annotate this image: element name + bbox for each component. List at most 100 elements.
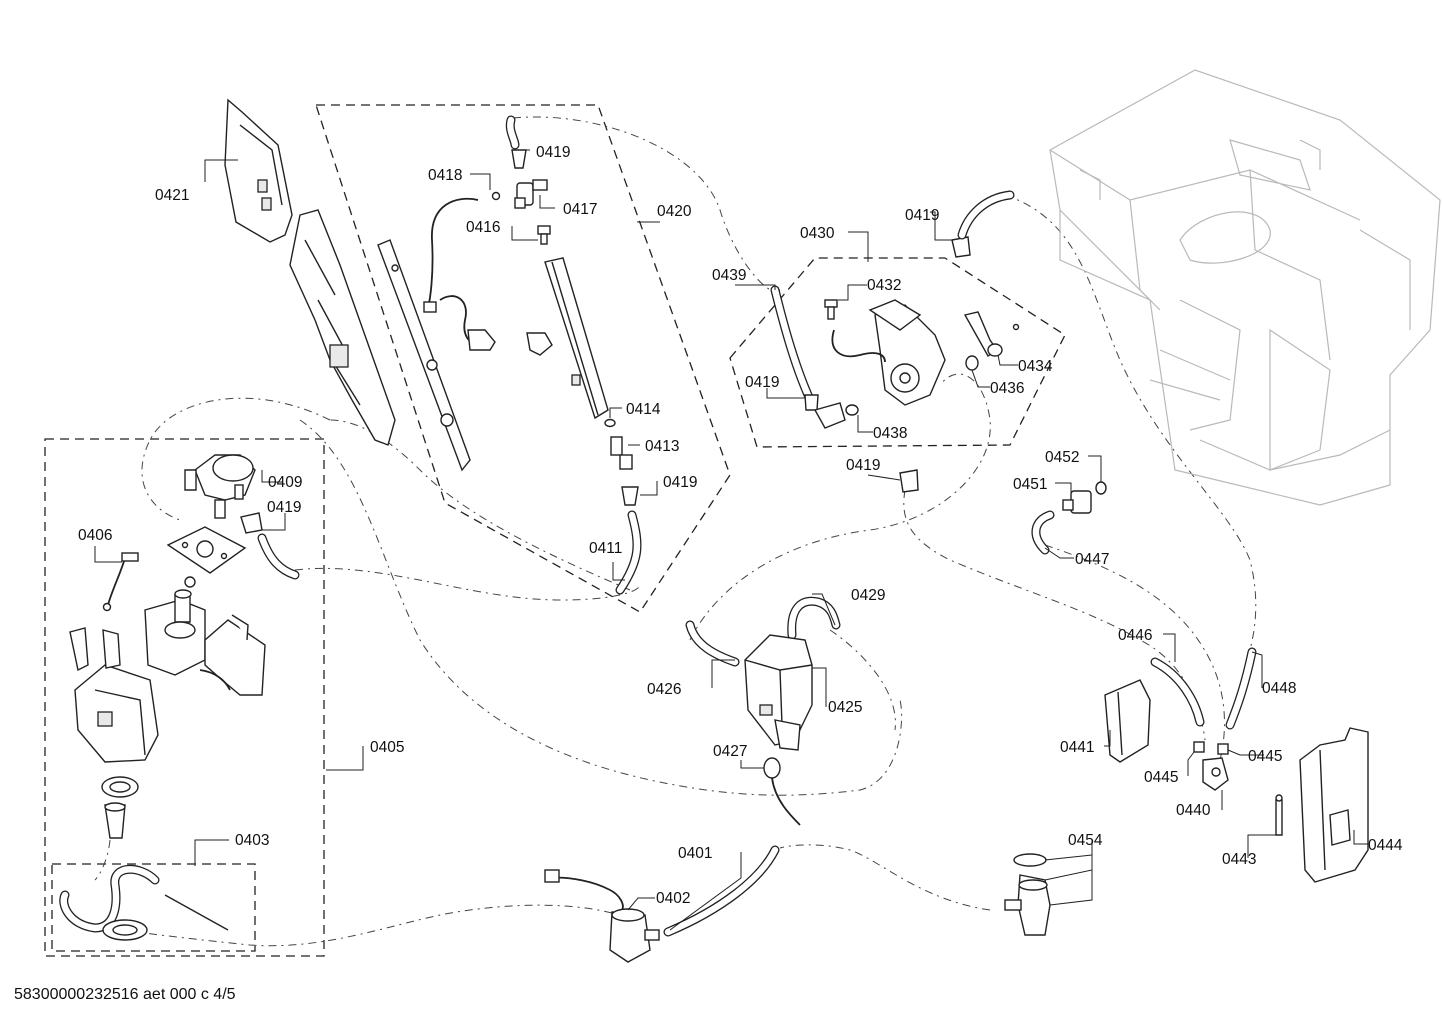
part-0444-holder bbox=[1299, 727, 1369, 883]
part-0403-hose-spring bbox=[59, 864, 229, 941]
part-0454-valve bbox=[1004, 853, 1051, 936]
part-mounting-strip bbox=[377, 239, 471, 472]
part-0417-valve bbox=[514, 179, 548, 209]
part-hose-top bbox=[505, 115, 520, 150]
part-0419-connector-a bbox=[511, 149, 527, 169]
part-0436-oring bbox=[965, 355, 979, 371]
part-0441-cover bbox=[1104, 679, 1151, 763]
callout-0454: 0454 bbox=[1068, 832, 1103, 849]
drawing-id-footer: 58300000232516 aet 000 c 4/5 bbox=[14, 986, 236, 1003]
callout-0420: 0420 bbox=[657, 203, 692, 220]
callout-0419: 0419 bbox=[663, 474, 697, 491]
callout-0405: 0405 bbox=[370, 739, 404, 756]
callout-0401: 0401 bbox=[678, 845, 712, 862]
callout-0416: 0416 bbox=[466, 219, 500, 236]
callout-0413: 0413 bbox=[645, 438, 679, 455]
callout-0444: 0444 bbox=[1368, 837, 1403, 854]
part-0419-connector-e bbox=[951, 236, 971, 258]
callout-0426: 0426 bbox=[647, 681, 681, 698]
callout-0446: 0446 bbox=[1118, 627, 1152, 644]
callout-0414: 0414 bbox=[626, 401, 661, 418]
part-hose-upper-right bbox=[957, 190, 1015, 240]
appliance-housing-frame bbox=[1049, 69, 1441, 506]
part-0421-bracket bbox=[224, 98, 293, 243]
part-pump-hose bbox=[257, 533, 300, 580]
part-brewing-unit bbox=[831, 299, 946, 406]
callout-0403: 0403 bbox=[235, 832, 269, 849]
callout-0439: 0439 bbox=[712, 267, 746, 284]
callout-0418: 0418 bbox=[428, 167, 462, 184]
callout-0436: 0436 bbox=[990, 380, 1024, 397]
part-0425-water-tank-unit bbox=[744, 634, 813, 751]
part-0446-hose bbox=[1150, 657, 1205, 727]
part-0402-pump bbox=[544, 869, 660, 963]
part-0438-coupling bbox=[813, 402, 859, 429]
callout-0419: 0419 bbox=[745, 374, 779, 391]
part-0434-lever bbox=[963, 311, 1020, 358]
part-0429-hose bbox=[787, 596, 841, 640]
part-0409-pump-head bbox=[184, 454, 256, 519]
hose-routing-lines bbox=[94, 116, 1257, 947]
part-0419-connector-c bbox=[240, 512, 263, 534]
part-0426-hose bbox=[685, 620, 740, 667]
callout-0419: 0419 bbox=[536, 144, 570, 161]
part-heater-block bbox=[526, 257, 609, 420]
part-cover-rail bbox=[289, 209, 396, 446]
part-0439-tube bbox=[770, 285, 813, 400]
part-0445-connectors bbox=[1193, 741, 1229, 755]
part-0448-hose bbox=[1225, 647, 1257, 730]
part-pump-motor bbox=[144, 589, 206, 676]
callout-0441: 0441 bbox=[1060, 739, 1094, 756]
group-box-0405 bbox=[44, 438, 325, 957]
part-pump-seal bbox=[101, 776, 139, 839]
callout-0445: 0445 bbox=[1144, 769, 1178, 786]
part-0413-valve bbox=[610, 436, 633, 470]
callout-0419: 0419 bbox=[905, 207, 939, 224]
part-0411-hose bbox=[615, 510, 642, 595]
part-0406-sensor bbox=[102, 552, 139, 612]
group-box-0420 bbox=[315, 104, 731, 613]
part-0440-valve bbox=[1202, 757, 1229, 791]
callout-0430: 0430 bbox=[800, 225, 835, 242]
part-0419-connector-f bbox=[899, 469, 919, 493]
part-pump-housing bbox=[69, 627, 159, 763]
callout-0451: 0451 bbox=[1013, 476, 1047, 493]
callout-0427: 0427 bbox=[713, 743, 747, 760]
callout-0452: 0452 bbox=[1045, 449, 1079, 466]
callout-0448: 0448 bbox=[1262, 680, 1296, 697]
part-0419-connector-d bbox=[804, 394, 819, 411]
part-0447-hose bbox=[1031, 510, 1055, 555]
callout-0406: 0406 bbox=[78, 527, 112, 544]
callout-labels: 0421 0418 0419 0417 0416 0420 0414 0413 … bbox=[78, 144, 1403, 907]
part-0452-oring bbox=[1095, 481, 1107, 495]
callout-0409: 0409 bbox=[268, 474, 302, 491]
part-0418-sensor-cable bbox=[423, 191, 501, 351]
callout-0445: 0445 bbox=[1248, 748, 1282, 765]
part-0401-hose bbox=[663, 845, 780, 937]
part-0432-screw bbox=[824, 299, 838, 320]
part-0414-oring bbox=[604, 418, 616, 428]
callout-0417: 0417 bbox=[563, 201, 597, 218]
callout-0419: 0419 bbox=[267, 499, 301, 516]
part-0419-connector-b bbox=[621, 486, 639, 506]
callout-0429: 0429 bbox=[851, 587, 885, 604]
callout-0447: 0447 bbox=[1075, 551, 1109, 568]
callout-0434: 0434 bbox=[1018, 358, 1053, 375]
callout-0432: 0432 bbox=[867, 277, 901, 294]
callout-0421: 0421 bbox=[155, 187, 189, 204]
callout-0402: 0402 bbox=[656, 890, 690, 907]
part-0416-screw bbox=[537, 225, 551, 245]
group-box-0403 bbox=[51, 863, 256, 952]
callout-0425: 0425 bbox=[828, 699, 862, 716]
leader-lines bbox=[94, 149, 1368, 931]
part-0443-pin bbox=[1275, 794, 1283, 836]
part-pump-plate bbox=[166, 526, 247, 588]
part-0451-valve bbox=[1062, 490, 1092, 514]
callout-0443: 0443 bbox=[1222, 851, 1256, 868]
callout-0411: 0411 bbox=[589, 540, 622, 557]
callout-0440: 0440 bbox=[1176, 802, 1211, 819]
callout-0438: 0438 bbox=[873, 425, 907, 442]
part-0427-sensor bbox=[763, 757, 801, 826]
callout-0419: 0419 bbox=[846, 457, 880, 474]
